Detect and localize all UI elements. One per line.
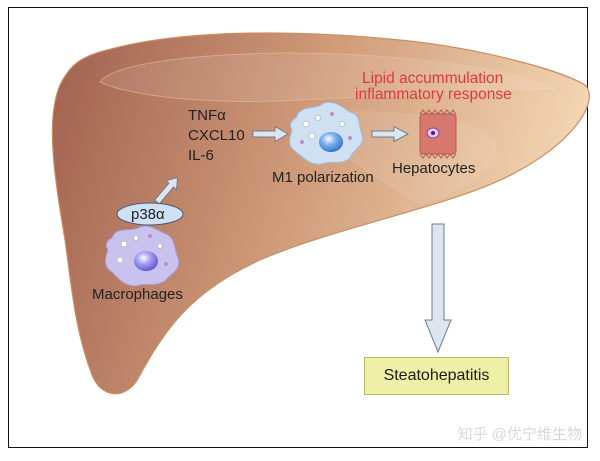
effect-lipid-accumulation: Lipid accummulation bbox=[362, 70, 504, 87]
liver-lobe-upper bbox=[99, 52, 562, 102]
p38-ellipse bbox=[116, 202, 184, 226]
steatohepatitis-label: Steatohepatitis bbox=[383, 367, 490, 384]
m1-macrophage-icon bbox=[289, 101, 364, 165]
cytokine-cxcl10: CXCL10 bbox=[188, 127, 245, 144]
macrophage-icon bbox=[105, 225, 180, 287]
hepatocytes-label: Hepatocytes bbox=[392, 160, 476, 177]
effect-inflammatory-response: inflammatory response bbox=[355, 86, 512, 103]
arrow-cytokines-to-m1 bbox=[252, 125, 290, 143]
hepatocyte-icon bbox=[419, 109, 457, 159]
arrow-p38-to-cytokines bbox=[153, 176, 179, 205]
macrophages-label: Macrophages bbox=[92, 286, 183, 303]
cytokine-il6: IL-6 bbox=[188, 147, 214, 164]
steatohepatitis-box: Steatohepatitis bbox=[364, 357, 509, 395]
p38-label: p38α bbox=[131, 206, 165, 223]
cytokine-tnfa: TNFα bbox=[188, 107, 226, 124]
m1-polarization-label: M1 polarization bbox=[272, 169, 374, 186]
arrow-down-to-steatohepatitis bbox=[424, 223, 452, 354]
arrow-m1-to-hepatocytes bbox=[371, 125, 410, 143]
watermark: 知乎 @优宁维生物 bbox=[457, 426, 582, 443]
